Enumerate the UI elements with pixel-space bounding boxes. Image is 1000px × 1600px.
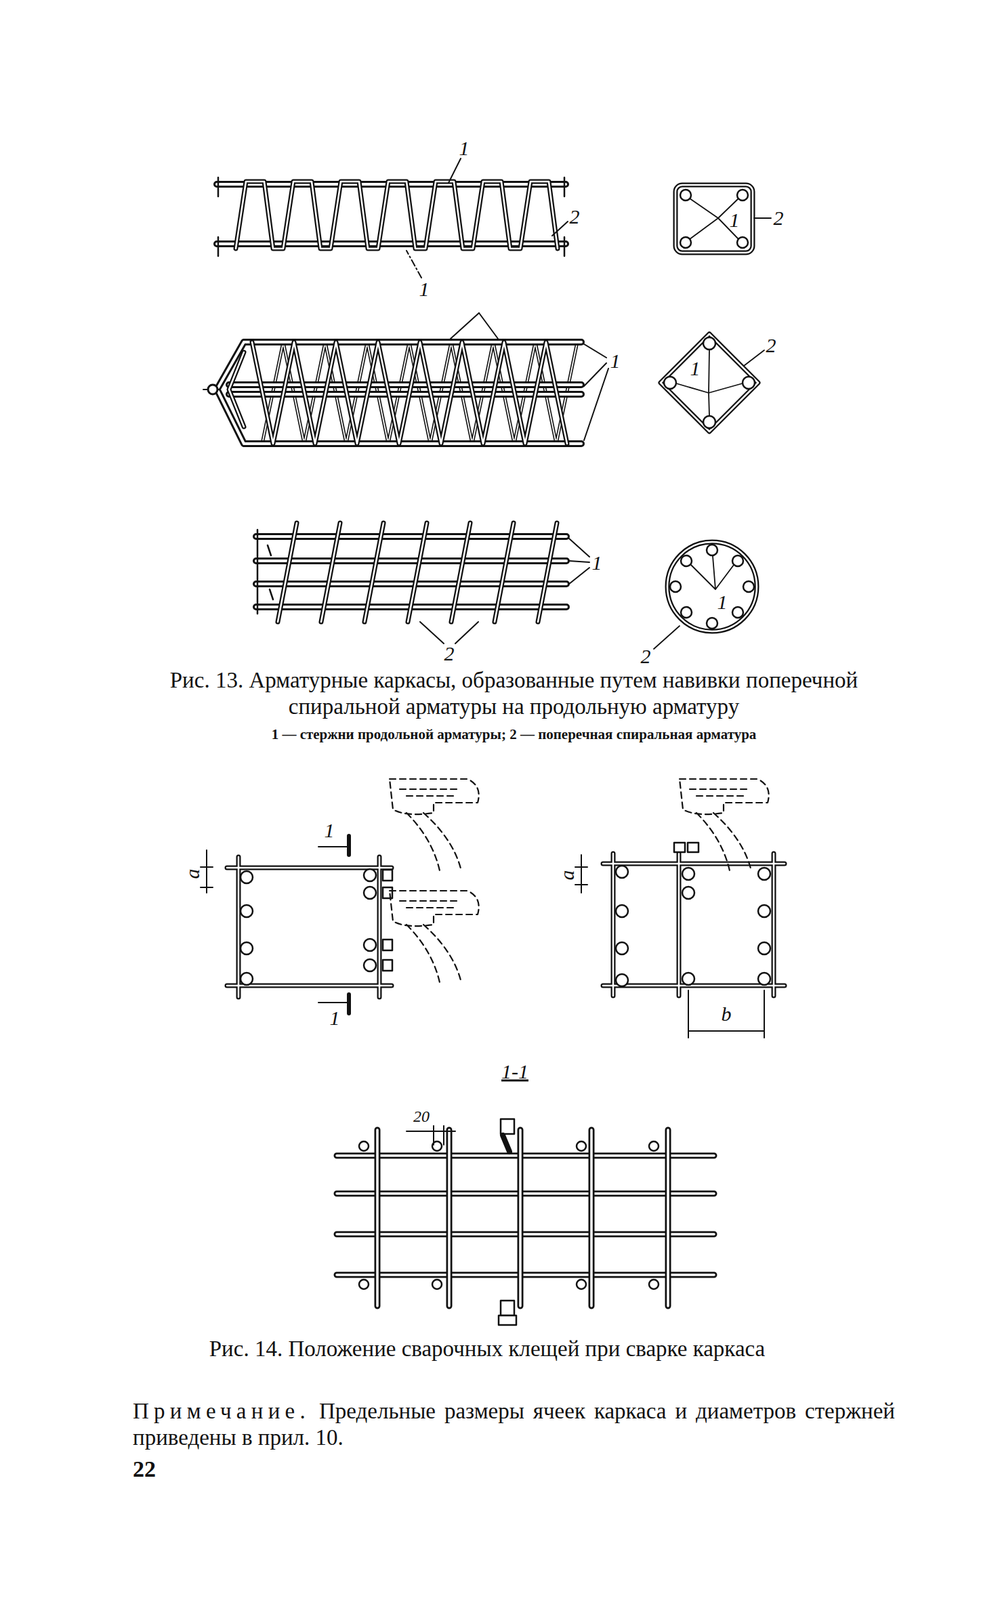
callout-number: 1	[329, 1006, 341, 1030]
dimension-label: a	[180, 869, 204, 880]
callout-number: 2	[640, 644, 652, 668]
callout-number: 2	[773, 206, 784, 229]
callout-number: 1	[610, 349, 621, 372]
callout-number: 1	[324, 819, 335, 842]
callout-number: 1	[717, 590, 728, 614]
section-mark: 1-1	[501, 1060, 529, 1083]
callout-number: 1	[419, 277, 430, 301]
callout-number: 2	[569, 205, 580, 228]
callout-number: 2	[444, 642, 455, 665]
figure-caption: Рис. 13. Арматурные каркасы, образованны…	[132, 667, 895, 721]
callout-number: 2	[766, 334, 777, 357]
callout-number: 1	[459, 136, 470, 160]
callout-number: 1	[592, 551, 603, 574]
callout-number: 1	[729, 208, 740, 232]
page-number: 22	[132, 1456, 156, 1482]
dimension-label: 20	[413, 1107, 430, 1126]
legend-note: 1 — стержни продольной арматуры; 2 — поп…	[132, 726, 895, 744]
note-heading: Примечание.	[132, 1399, 311, 1424]
note-paragraph: Примечание. Предельные размеры ячеек кар…	[132, 1398, 895, 1452]
dimension-label: a	[555, 870, 578, 881]
callout-number: b	[721, 1002, 732, 1026]
callout-number: 1	[690, 357, 701, 380]
figure-caption: Рис. 14. Положение сварочных клещей при …	[178, 1336, 797, 1363]
